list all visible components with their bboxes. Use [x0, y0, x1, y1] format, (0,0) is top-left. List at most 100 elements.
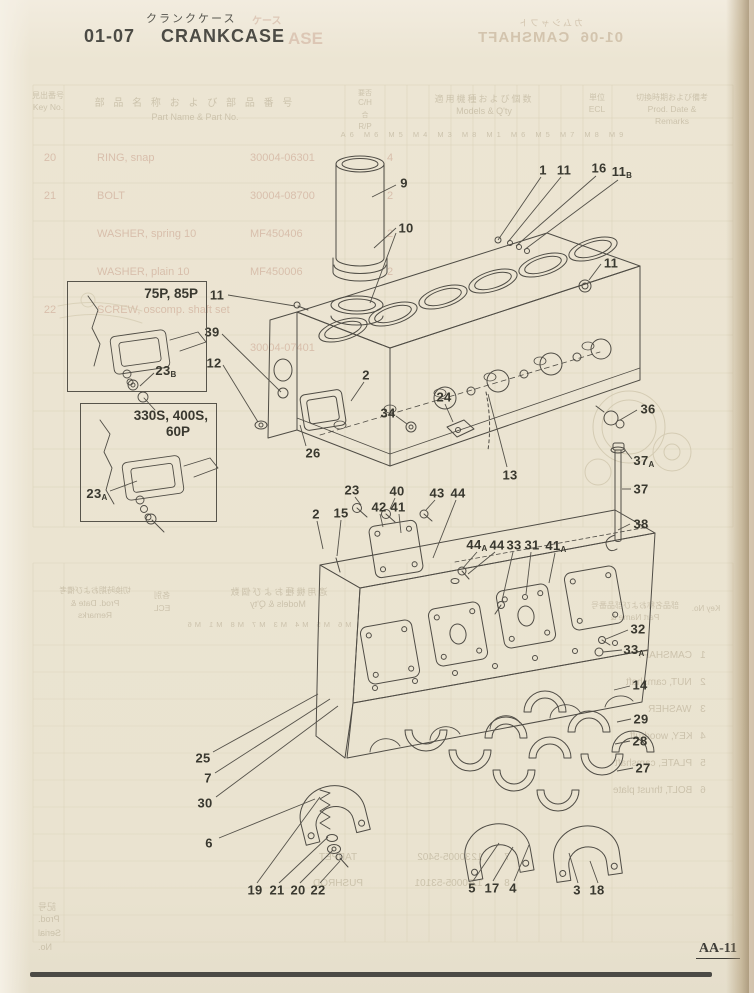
lower-crankcase: [315, 509, 656, 759]
ghost-text: Key No.: [32, 102, 64, 112]
part-callout: 34: [380, 405, 396, 421]
part-callout: 36: [640, 401, 656, 417]
page-right-edge: [749, 0, 754, 993]
inset-box-75p-85p: 75P, 85P: [67, 281, 207, 392]
part-callout: 26: [305, 445, 321, 461]
section-number: 01-07: [84, 26, 136, 46]
part-callout: 21: [269, 882, 285, 898]
part-callout: 5: [468, 880, 476, 896]
part-callout: 20: [290, 882, 306, 898]
inset1-sketch: [87, 295, 207, 411]
part-callout: 2: [312, 506, 320, 522]
part-callout: 11: [209, 287, 225, 303]
ghost-text: WASHER, spring 10: [97, 228, 197, 240]
part-callout: 44A: [466, 537, 488, 553]
main-bearing-caps: [299, 785, 623, 883]
part-callout: 42: [371, 499, 387, 515]
ghost-text: Prod. Date &: [647, 104, 697, 114]
part-callout: 41A: [545, 538, 567, 554]
ghost-text: 見出番号: [32, 91, 64, 100]
dipstick-tube: [595, 405, 626, 552]
part-callout: 29: [633, 711, 649, 727]
part-callout: 13: [502, 467, 518, 483]
ghost-text: 4: [386, 152, 394, 164]
part-callout: 2: [362, 367, 370, 383]
part-callout: 12: [206, 355, 222, 371]
part-callout: 11: [603, 255, 619, 271]
part-callout: 23B: [155, 363, 177, 379]
ghost-text: Part Name & Part No.: [151, 112, 239, 122]
ghost-text: Models & Q'ty: [456, 106, 512, 116]
part-callout: 19: [247, 882, 263, 898]
part-callout: 44: [489, 537, 505, 553]
ghost-text: ECL: [588, 104, 606, 114]
ghost-text: 2: [386, 190, 394, 202]
header-title-jp: クランクケース: [146, 13, 237, 25]
spring-and-washers: [319, 789, 349, 868]
part-callout: 11B: [611, 164, 633, 180]
ghost-text: 部 品 名 称 お よ び 部 品 番 号: [94, 98, 296, 109]
part-callout: 10: [398, 220, 414, 236]
part-callout: 15: [333, 505, 349, 521]
part-callout: 11: [556, 162, 572, 178]
part-callout: 31: [524, 537, 540, 553]
bottom-rule: [30, 972, 712, 977]
side-cover-plate: [368, 519, 424, 579]
ghost-text: 22: [43, 304, 57, 316]
part-callout: 38: [633, 516, 649, 532]
inset2-label-line2: 60P: [165, 424, 190, 439]
ghost-text: RING, snap: [97, 152, 155, 164]
ghost-text: 30004-06301: [250, 152, 315, 164]
part-callout: 37: [633, 481, 649, 497]
part-callout: 4: [509, 880, 517, 896]
ghost-text: WASHER, plain 10: [97, 266, 190, 278]
ghost-text: 30004-07401: [250, 342, 315, 354]
part-callout: 7: [204, 770, 212, 786]
ghost-echo-en: ASE: [288, 29, 323, 48]
part-callout: 22: [310, 882, 326, 898]
part-callout: 30: [197, 795, 213, 811]
part-callout: 41: [390, 499, 406, 515]
page-left-edge: [0, 0, 30, 993]
cylinder-liner: [332, 155, 388, 282]
part-callout: 17: [484, 880, 500, 896]
part-callout: 3: [573, 882, 581, 898]
part-callout: 43: [429, 485, 445, 501]
inset-box-330s-400s-60p: 330S, 400S, 60P: [80, 403, 217, 522]
part-callout: 37A: [633, 453, 655, 469]
ghost-text: BOLT: [97, 190, 125, 202]
ghost-text: 適用機種および個数: [434, 94, 534, 104]
ghost-text: 単位: [589, 93, 605, 102]
part-callout: 23: [344, 482, 360, 498]
ghost-camshaft-sketch: [57, 292, 143, 324]
part-callout: 1: [539, 162, 547, 178]
ghost-text: C/H: [358, 98, 372, 107]
part-callout: 16: [591, 160, 607, 176]
ghost-timing-gears: [584, 390, 692, 486]
part-callout: 6: [205, 835, 213, 851]
part-callout: 32: [630, 621, 646, 637]
part-callout: 9: [400, 175, 408, 191]
part-callout: 27: [635, 760, 651, 776]
part-callout: 23A: [86, 486, 108, 502]
ghost-text: MF450406: [250, 228, 303, 240]
ghost-text: R/P: [358, 122, 372, 131]
ghost-text: MF450006: [250, 266, 303, 278]
liner-ring: [330, 295, 384, 326]
part-callout: 25: [195, 750, 211, 766]
part-callout: 33: [506, 537, 522, 553]
page-title: CRANKCASE: [161, 26, 286, 46]
inset2-sketch: [99, 419, 219, 533]
ghost-text: A6 M6 M5 M4 M3 M8 M1 M6 M5 M7 M8 M9: [340, 130, 628, 139]
part-callout: 33A: [623, 642, 645, 658]
part-callout: 14: [632, 677, 648, 693]
part-callout: 39: [204, 324, 220, 340]
inset1-label: 75P, 85P: [144, 286, 198, 301]
ghost-text: 21: [43, 190, 57, 202]
